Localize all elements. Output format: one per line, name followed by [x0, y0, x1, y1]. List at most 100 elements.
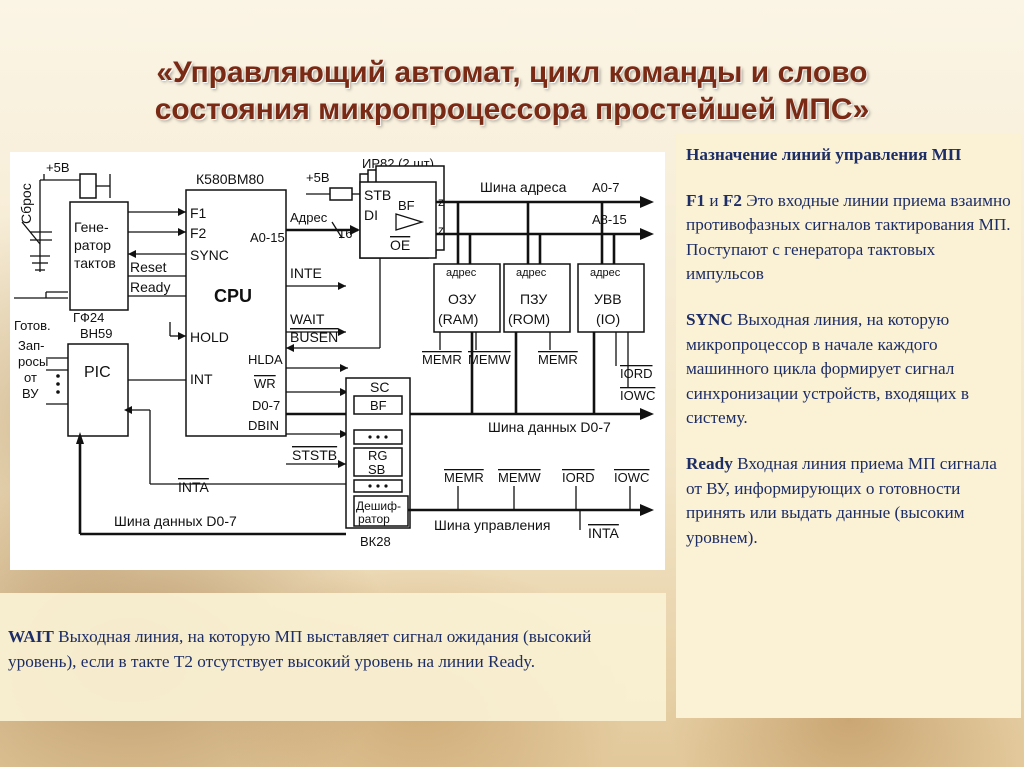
ram-addr-tag: адрес	[446, 267, 477, 279]
page-title: «Управляющий автомат, цикл команды и сло…	[20, 54, 1004, 128]
ready-term: Ready	[686, 453, 733, 473]
control-signal-memw: MEMW	[498, 470, 541, 485]
latch-front	[359, 181, 437, 259]
requests-line-2: росы	[18, 354, 48, 369]
f1-f2-description: F1 и F2 Это входные линии приема взаимно…	[686, 189, 1015, 287]
ststb-signal: STSTB	[292, 447, 337, 463]
latch-pin-di: DI	[364, 207, 378, 223]
inta-signal: INTA	[178, 479, 210, 495]
cpu-pin-dbin: DBIN	[248, 418, 279, 433]
cpu-pin-hold: HOLD	[190, 329, 229, 345]
wait-description-text: Выходная линия, на которую МП выставляет…	[8, 627, 592, 671]
generator-box	[69, 201, 129, 311]
control-signal-iord: IORD	[562, 470, 595, 485]
generator-line-3: тактов	[74, 255, 116, 271]
mem-signal-memw: MEMW	[468, 352, 511, 367]
wait-term: WAIT	[8, 627, 54, 646]
cpu-pin-wr: WR	[254, 376, 276, 391]
rom-box	[503, 263, 571, 333]
io-line-1: УВВ	[594, 291, 622, 307]
right-panel-heading: Назначение линий управления МП	[686, 145, 962, 164]
requests-line-4: ВУ	[22, 386, 39, 401]
cpu-box	[185, 189, 287, 437]
title-line-1: «Управляющий автомат, цикл команды и сло…	[156, 56, 868, 89]
mps-block-diagram: Сброс +5В Гене- ратор тактов ГФ24 Reset …	[10, 152, 665, 570]
cpu-pin-data: D0-7	[252, 398, 280, 413]
control-signal-iowc: IOWC	[614, 470, 649, 485]
pic-label: PIC	[84, 364, 111, 381]
reset-pin: Reset	[130, 259, 167, 275]
controller-sc: SC	[370, 379, 389, 395]
wait-description-panel: WAIT Выходная линия, на которую МП выста…	[0, 593, 666, 721]
address-bus-label: Шина адреса	[480, 179, 567, 195]
data-bus-right: Шина данных D0-7	[488, 419, 611, 435]
rom-addr-tag: адрес	[516, 267, 547, 279]
controller-chip: ВК28	[360, 534, 391, 549]
latch-z-2: z	[438, 223, 444, 237]
ready-description: Ready Входная линия приема МП сигнала от…	[686, 452, 1015, 550]
requests-line-1: Зап-	[18, 338, 44, 353]
addr-high-label: A8-15	[592, 212, 627, 227]
data-bus-left: Шина данных D0-7	[114, 513, 237, 529]
sync-term: SYNC	[686, 309, 733, 329]
cpu-label: CPU	[214, 286, 252, 306]
pic-chip: ВН59	[80, 326, 113, 341]
f-description-text: Это входные линии приема взаимно противо…	[686, 190, 1011, 284]
generator-line-2: ратор	[74, 237, 111, 253]
latch-pin-stb: STB	[364, 187, 391, 203]
mem-signal-memr-2: MEMR	[538, 352, 578, 367]
busen-signal: BUSEN	[290, 329, 338, 345]
pic-box	[67, 343, 129, 437]
sync-description: SYNC Выходная линия, на которую микропро…	[686, 308, 1015, 431]
ready-description-text: Входная линия приема МП сигнала от ВУ, и…	[686, 453, 997, 547]
controller-bf: BF	[370, 398, 387, 413]
cpu-pin-int: INT	[190, 371, 213, 387]
generator-chip: ГФ24	[73, 310, 104, 325]
cpu-pin-f2: F2	[190, 225, 207, 241]
plus5v-label: +5В	[46, 160, 70, 175]
generator-line-1: Гене-	[74, 219, 109, 235]
diagram-svg: Сброс +5В Гене- ратор тактов ГФ24 Reset …	[14, 156, 655, 549]
f2-term: F2	[722, 190, 742, 210]
wait-description: WAIT Выходная линия, на которую МП выста…	[8, 625, 658, 674]
latch-pin-oe: OE	[390, 237, 410, 253]
inta-signal-2: INTA	[588, 525, 620, 541]
rom-line-2: (ROM)	[508, 311, 550, 327]
mem-signal-memr-1: MEMR	[422, 352, 462, 367]
reset-button-symbol	[21, 173, 111, 272]
addr-low-label: A0-7	[592, 180, 619, 195]
ram-box	[433, 263, 501, 333]
address-width: 16	[338, 226, 352, 241]
control-bus-label: Шина управления	[434, 517, 550, 533]
controller-rg: RG	[368, 448, 388, 463]
requests-line-3: от	[24, 370, 37, 385]
rom-line-1: ПЗУ	[520, 291, 547, 307]
io-line-2: (IO)	[596, 311, 620, 327]
controller-sb: SB	[368, 462, 385, 477]
cpu-pin-inte: INTE	[290, 265, 322, 281]
ram-line-1: ОЗУ	[448, 291, 476, 307]
f-and-text: и	[705, 190, 723, 210]
plus5v-2-label: +5В	[306, 170, 330, 185]
io-addr-tag: адрес	[590, 267, 621, 279]
io-signal-iord: IORD	[620, 366, 653, 381]
title-line-2: состояния микропроцессора простейшей МПС…	[154, 93, 870, 126]
f1-term: F1	[686, 190, 706, 210]
ram-line-2: (RAM)	[438, 311, 478, 327]
cpu-pin-sync: SYNC	[190, 247, 229, 263]
io-box	[577, 263, 645, 333]
cpu-pin-f1: F1	[190, 205, 207, 221]
control-lines-description: Назначение линий управления МП F1 и F2 Э…	[676, 133, 1021, 718]
cpu-pin-hlda: HLDA	[248, 352, 283, 367]
cpu-pin-wait: WAIT	[290, 311, 325, 327]
ready-input-label: Готов.	[14, 318, 51, 333]
address-label: Адрес	[290, 210, 328, 225]
control-signal-memr: MEMR	[444, 470, 484, 485]
cpu-chip: К580ВМ80	[196, 171, 264, 187]
reset-button-label: Сброс	[18, 183, 34, 224]
controller-decoder-1: Дешиф-	[356, 499, 401, 513]
ready-pin: Ready	[130, 279, 170, 295]
io-signal-iowc: IOWC	[620, 388, 655, 403]
sync-description-text: Выходная линия, на которую микропроцессо…	[686, 309, 969, 428]
cpu-pin-addr: A0-15	[250, 230, 285, 245]
